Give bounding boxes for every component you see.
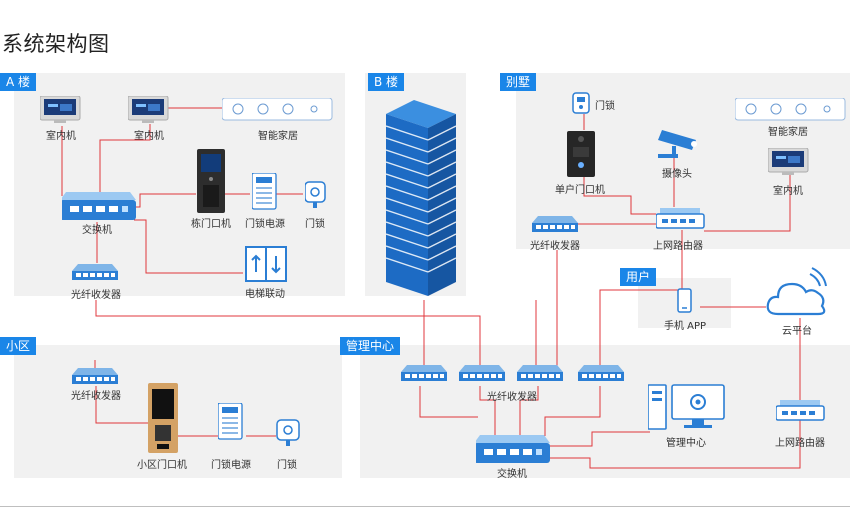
lock-power-label: 门锁电源 xyxy=(245,219,285,230)
cloud-icon xyxy=(766,267,827,316)
camera-icon xyxy=(658,130,697,158)
mobile-app-label: 手机 APP xyxy=(663,321,707,332)
indoor-unit-icon xyxy=(128,96,169,124)
fiber-transceiver-icon xyxy=(532,216,578,232)
router-icon xyxy=(776,400,825,421)
section-tag-mgmt: 管理中心 xyxy=(340,337,401,355)
door-station-icon xyxy=(197,149,225,213)
fiber-transceiver-icon xyxy=(401,365,447,381)
door-station-icon xyxy=(567,131,595,177)
elevator-label: 电梯联动 xyxy=(245,289,285,300)
lock-power-label: 门锁电源 xyxy=(211,460,251,471)
switch-icon xyxy=(476,435,550,463)
fiber-transceiver-icon xyxy=(72,368,118,384)
section-tag-user: 用户 xyxy=(620,268,657,286)
smart-home-label: 智能家居 xyxy=(768,127,808,138)
section-tag-b: B 楼 xyxy=(368,73,405,91)
section-tag-villa: 别墅 xyxy=(500,73,537,91)
router-label: 上网路由器 xyxy=(775,438,825,449)
fiber-transceiver-label: 光纤收发器 xyxy=(487,392,537,403)
section-tag-a: A 楼 xyxy=(0,73,37,91)
switch-icon xyxy=(62,192,136,220)
elevator-icon xyxy=(245,246,287,282)
community-door-station-icon xyxy=(148,383,178,453)
fiber-transceiver-icon xyxy=(459,365,505,381)
door-station-label: 单户门口机 xyxy=(555,185,605,196)
lock-power-icon xyxy=(218,403,243,440)
smart-home-panel-icon xyxy=(222,98,333,121)
section-tag-community: 小区 xyxy=(0,337,37,355)
fiber-transceiver-label: 光纤收发器 xyxy=(71,290,121,301)
indoor-unit-label: 室内机 xyxy=(134,131,164,142)
fiber-transceiver-icon xyxy=(578,365,624,381)
cloud-platform-label: 云平台 xyxy=(782,326,812,337)
camera-label: 摄像头 xyxy=(662,169,692,180)
switch-label: 交换机 xyxy=(82,225,112,236)
fiber-transceiver-label: 光纤收发器 xyxy=(71,391,121,402)
lock-icon xyxy=(276,419,300,446)
community-door-station-label: 小区门口机 xyxy=(137,460,187,471)
indoor-unit-label: 室内机 xyxy=(773,186,803,197)
building-tower-icon xyxy=(386,100,457,296)
indoor-unit-icon xyxy=(768,148,809,176)
router-label: 上网路由器 xyxy=(653,241,703,252)
bottom-divider xyxy=(0,506,850,507)
fiber-transceiver-icon xyxy=(517,365,563,381)
door-station-label: 栋门口机 xyxy=(191,219,231,230)
lock-power-icon xyxy=(252,173,277,210)
fiber-transceiver-icon xyxy=(72,264,118,280)
smart-home-label: 智能家居 xyxy=(258,131,298,142)
smart-home-panel-icon xyxy=(735,98,846,121)
lock-label: 门锁 xyxy=(277,460,297,471)
management-computer-icon xyxy=(648,384,725,430)
indoor-unit-icon xyxy=(40,96,81,124)
fiber-transceiver-label: 光纤收发器 xyxy=(530,241,580,252)
management-center-label: 管理中心 xyxy=(666,438,706,449)
lock-icon xyxy=(305,181,326,208)
lock-icon xyxy=(572,92,590,114)
lock-label: 门锁 xyxy=(305,219,325,230)
indoor-unit-label: 室内机 xyxy=(46,131,76,142)
mobile-phone-icon xyxy=(677,288,692,313)
page-title: 系统架构图 xyxy=(2,32,110,56)
lock-label: 门锁 xyxy=(595,101,615,112)
panel-community xyxy=(14,345,342,478)
router-icon xyxy=(656,208,705,229)
switch-label: 交换机 xyxy=(497,469,527,480)
